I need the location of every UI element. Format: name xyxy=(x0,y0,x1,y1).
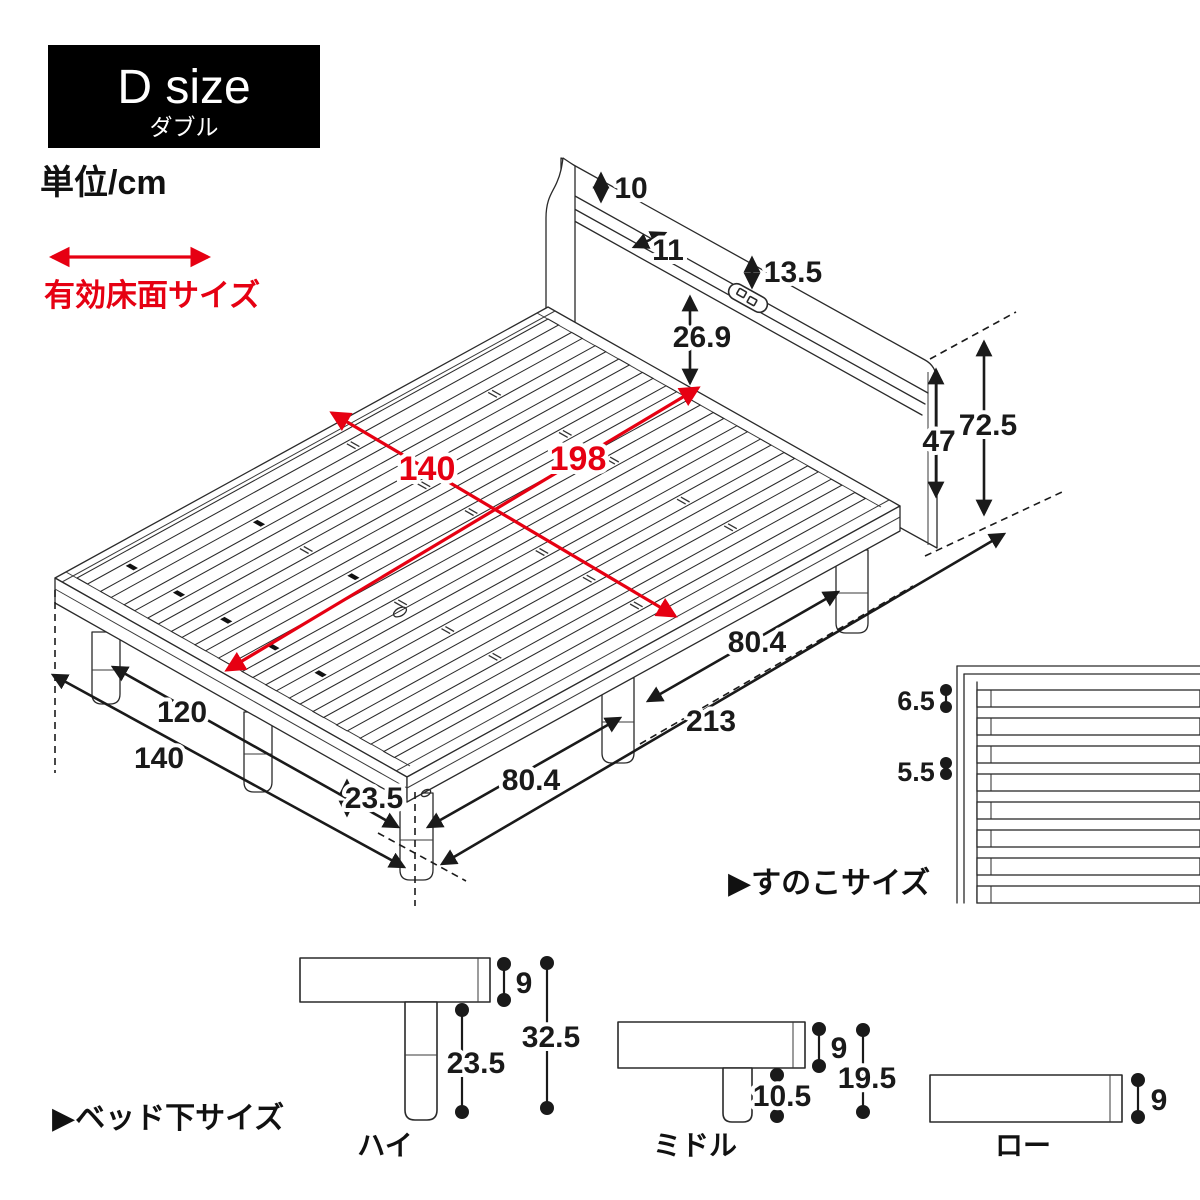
underbed-title: ▶ベッド下サイズ xyxy=(52,1101,284,1135)
dim-shelf-depth: 11 xyxy=(652,234,684,267)
dim-high-leg: 23.5 xyxy=(447,1047,505,1080)
dimension-arrows xyxy=(50,171,1007,869)
dim-high-total: 32.5 xyxy=(522,1021,580,1054)
variant-name-high: ハイ xyxy=(357,1130,412,1161)
underbed-variant-middle: 9 10.5 19.5 ミドル xyxy=(617,1021,900,1161)
dim-high-frame: 9 xyxy=(516,967,533,1000)
dim-middle-total: 19.5 xyxy=(838,1062,896,1095)
dim-slat-width: 6.5 xyxy=(897,686,935,716)
dim-low-frame: 9 xyxy=(1151,1084,1168,1117)
dim-total-height: 72.5 xyxy=(959,409,1017,442)
dim-slat-gap: 5.5 xyxy=(897,757,935,787)
unit-label: 単位/cm xyxy=(40,164,167,202)
dim-inner-width: 120 xyxy=(157,696,207,729)
underbed-variant-high: 9 23.5 32.5 ハイ xyxy=(299,956,584,1161)
dim-clearance: 23.5 xyxy=(345,782,403,815)
dim-outer-width: 140 xyxy=(134,742,184,775)
effective-area-legend: 有効床面サイズ xyxy=(44,246,260,313)
dim-length: 213 xyxy=(686,705,736,738)
dim-gap-head: 80.4 xyxy=(728,626,787,659)
dim-effective-width: 140 xyxy=(399,450,456,488)
dim-middle-leg: 10.5 xyxy=(753,1080,811,1113)
variant-name-low: ロー xyxy=(995,1130,1051,1161)
dim-headboard-clear: 26.9 xyxy=(673,321,731,354)
variant-name-middle: ミドル xyxy=(653,1130,737,1161)
underbed-variant-low: 9 ロー xyxy=(929,1073,1171,1161)
size-badge-sub: ダブル xyxy=(150,114,219,140)
dim-middle-frame: 9 xyxy=(831,1032,848,1065)
effective-area-label: 有効床面サイズ xyxy=(44,278,260,313)
sunoko-title: ▶すのこサイズ xyxy=(728,866,930,900)
size-badge-main: D size xyxy=(117,61,250,114)
effective-size-arrows xyxy=(224,386,701,672)
dim-headboard-above-deck: 47 xyxy=(922,425,955,458)
dim-gap-foot: 80.4 xyxy=(502,764,561,797)
sunoko-slats xyxy=(976,689,1200,904)
dimension-labels: 10 11 13.5 26.9 47 72.5 23.5 120 140 80.… xyxy=(130,168,1021,819)
dim-effective-length: 198 xyxy=(550,440,607,478)
dim-shelf-rail: 10 xyxy=(614,172,647,205)
size-badge: D size ダブル xyxy=(48,45,320,148)
sunoko-detail: 6.5 5.5 ▶すのこサイズ xyxy=(728,665,1200,904)
outlet-icon xyxy=(727,282,769,314)
underbed-section: ▶ベッド下サイズ 9 23.5 32.5 ハイ xyxy=(52,956,1171,1161)
dim-outlet-gap: 13.5 xyxy=(764,256,822,289)
